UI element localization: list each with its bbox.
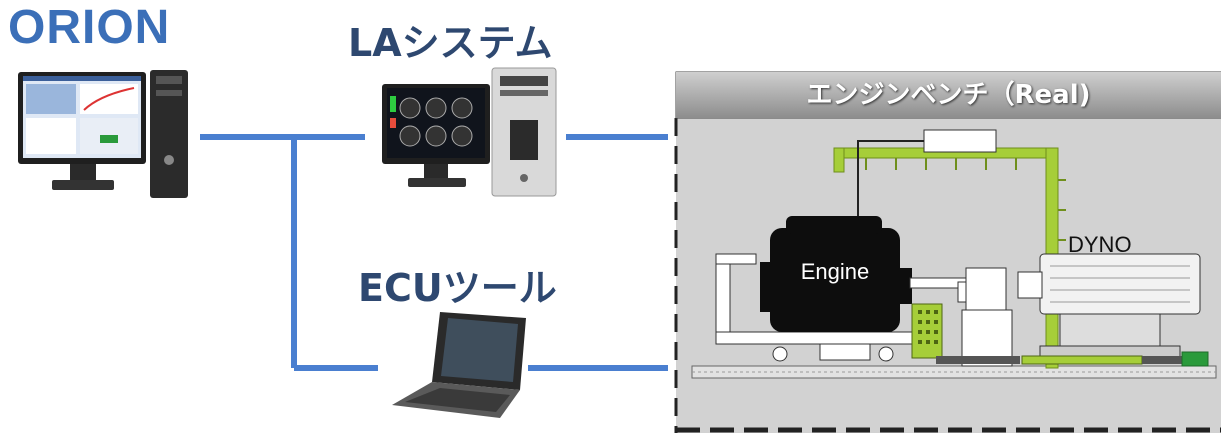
engine-label: Engine <box>801 259 870 284</box>
engine-icon <box>760 216 912 332</box>
la-system-computer-icon <box>382 67 557 197</box>
orion-label: ORION <box>8 1 171 54</box>
connector-lines <box>200 134 668 371</box>
dyno-label: DYNO <box>1068 232 1132 257</box>
la-system-label: LAシステム <box>348 21 553 65</box>
engine-bench-title: エンジンベンチ（Real) <box>676 72 1221 118</box>
engine-bench-frame: Engine DYNO <box>674 71 1221 433</box>
orion-computer-icon <box>18 70 188 198</box>
ecu-tool-label: ECUツール <box>358 266 557 310</box>
laptop-icon <box>392 312 526 418</box>
